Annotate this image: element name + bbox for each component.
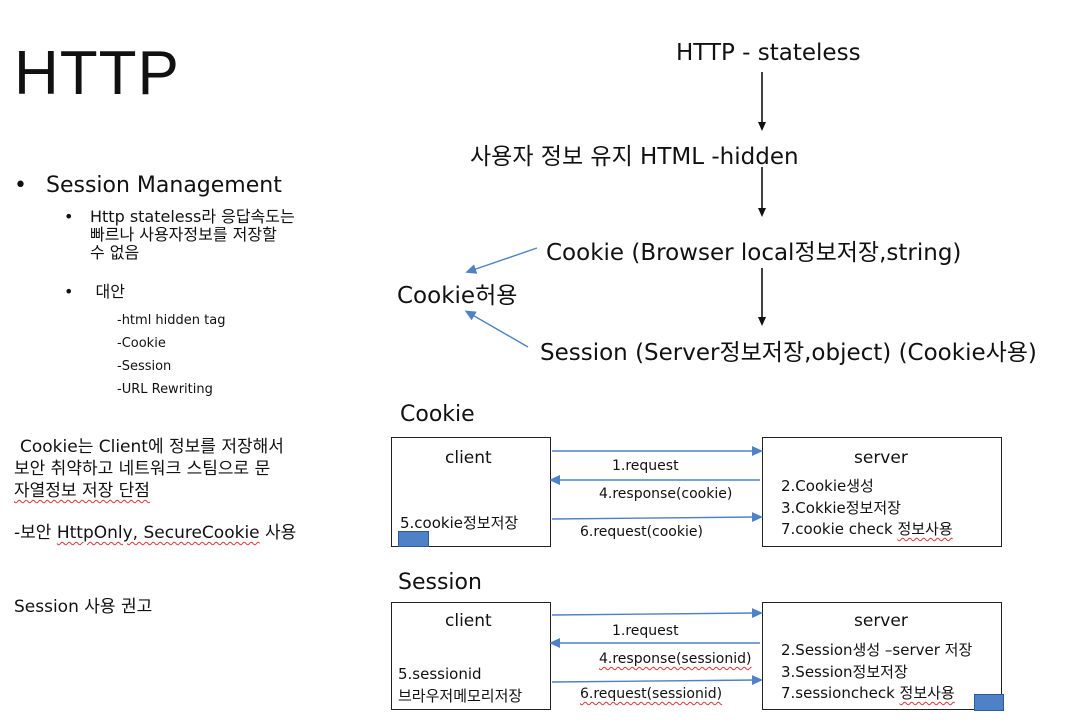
security-terms: HttpOnly, SecureCookie <box>56 523 260 543</box>
session-to-allow-arrow <box>464 310 529 348</box>
session-msg-request-sessionid-text: 6.request(sessionid) <box>580 686 723 702</box>
flow-cookie: Cookie (Browser local정보저장,string) <box>546 240 962 266</box>
server-step: 7.sessioncheck 정보사용 <box>781 682 955 703</box>
sub-bullet-dot: • <box>64 207 74 226</box>
session-server-box: server 2.Session생성 –server 저장 3.Session정… <box>762 602 1004 711</box>
session-msg-request: 1.request <box>612 623 679 639</box>
server-step-suffix: 정보사용 <box>899 684 955 702</box>
sub-bullet-alternatives: • 대안 <box>64 283 125 301</box>
session-msg-response-text: 4.response(sessionid) <box>599 651 752 667</box>
sub-bullet-line: Http stateless라 응답속도는 <box>90 207 295 226</box>
server-step: 2.Session생성 –server 저장 <box>781 641 973 659</box>
security-note: -보안 HttpOnly, SecureCookie 사용 <box>14 518 296 543</box>
cookie-msg-request: 1.request <box>612 458 679 474</box>
session-recommendation: Session 사용 권고 <box>14 597 153 617</box>
client-label: client <box>445 611 492 631</box>
cookie-msg-response: 4.response(cookie) <box>599 486 733 502</box>
cookie-weakness-note: Cookie는 Client에 정보를 저장해서 보안 취약하고 네트워크 스팀… <box>14 436 284 502</box>
slide-title: HTTP <box>14 39 180 108</box>
bullet-dot: • <box>14 173 27 198</box>
sub-bullet-dot: • <box>64 282 74 301</box>
sub-bullet-label: 대안 <box>95 282 125 301</box>
session-client-box: client 5.sessionid 브라우저메모리저장 <box>391 602 551 710</box>
storage-marker <box>398 531 429 547</box>
storage-marker <box>974 694 1004 711</box>
server-step: 3.Session정보저장 <box>781 663 908 681</box>
cookie-msg-request-cookie: 6.request(cookie) <box>580 524 703 540</box>
client-storage-note: 5.cookie정보저장 <box>400 514 519 532</box>
alternative-item: -Session <box>117 359 172 374</box>
cookie-diagram-heading: Cookie <box>400 402 475 427</box>
client-storage-note: 브라우저메모리저장 <box>398 687 523 705</box>
cookie-server-box: server 2.Cookie생성 3.Cokkie정보저장 7.cookie … <box>762 437 1002 547</box>
client-label: client <box>445 448 492 468</box>
session-request-sessionid-arrow <box>551 675 763 686</box>
server-step-prefix: 7.cookie check <box>781 520 898 538</box>
bullet-session-management: • Session Management <box>14 173 282 198</box>
cookie-request-cookie-arrow <box>551 512 763 523</box>
flow-http-stateless: HTTP - stateless <box>676 40 861 66</box>
session-request-arrow <box>551 608 763 619</box>
note-line: 자열정보 저장 단점 <box>14 481 150 501</box>
alternative-item: -URL Rewriting <box>117 382 213 397</box>
session-msg-request-sessionid: 6.request(sessionid) <box>580 686 722 702</box>
cookie-to-allow-arrow <box>465 247 538 274</box>
server-step: 7.cookie check 정보사용 <box>781 518 953 539</box>
server-step: 2.Cookie생성 <box>781 477 874 495</box>
session-msg-response: 4.response(sessionid) <box>599 651 751 667</box>
session-diagram-heading: Session <box>398 570 482 595</box>
alternatives-list: -html hidden tag -Cookie -Session -URL R… <box>117 309 225 401</box>
server-step: 3.Cokkie정보저장 <box>781 499 901 517</box>
flow-hidden: 사용자 정보 유지 HTML -hidden <box>470 144 799 170</box>
server-label: server <box>854 611 908 631</box>
cookie-allow-label: Cookie허용 <box>397 283 518 309</box>
security-suffix: 사용 <box>259 523 297 543</box>
sub-bullet-line: 수 없음 <box>90 243 140 262</box>
alternative-item: -Cookie <box>117 336 166 351</box>
server-label: server <box>854 448 908 468</box>
sub-bullet-line: 빠르나 사용자정보를 저장할 <box>90 225 277 244</box>
server-step-suffix: 정보사용 <box>897 520 953 538</box>
bullet-label: Session Management <box>45 173 282 198</box>
security-prefix: -보안 <box>14 523 57 543</box>
cookie-client-box: client 5.cookie정보저장 <box>391 437 551 547</box>
note-line: 보안 취약하고 네트워크 스팀으로 문 <box>14 459 271 479</box>
note-line: Cookie는 Client에 정보를 저장해서 <box>20 437 284 457</box>
client-storage-note: 5.sessionid <box>398 665 482 683</box>
server-step-prefix: 7.sessioncheck <box>781 684 900 702</box>
alternative-item: -html hidden tag <box>117 313 226 328</box>
flow-session: Session (Server정보저장,object) (Cookie사용) <box>540 340 1037 366</box>
